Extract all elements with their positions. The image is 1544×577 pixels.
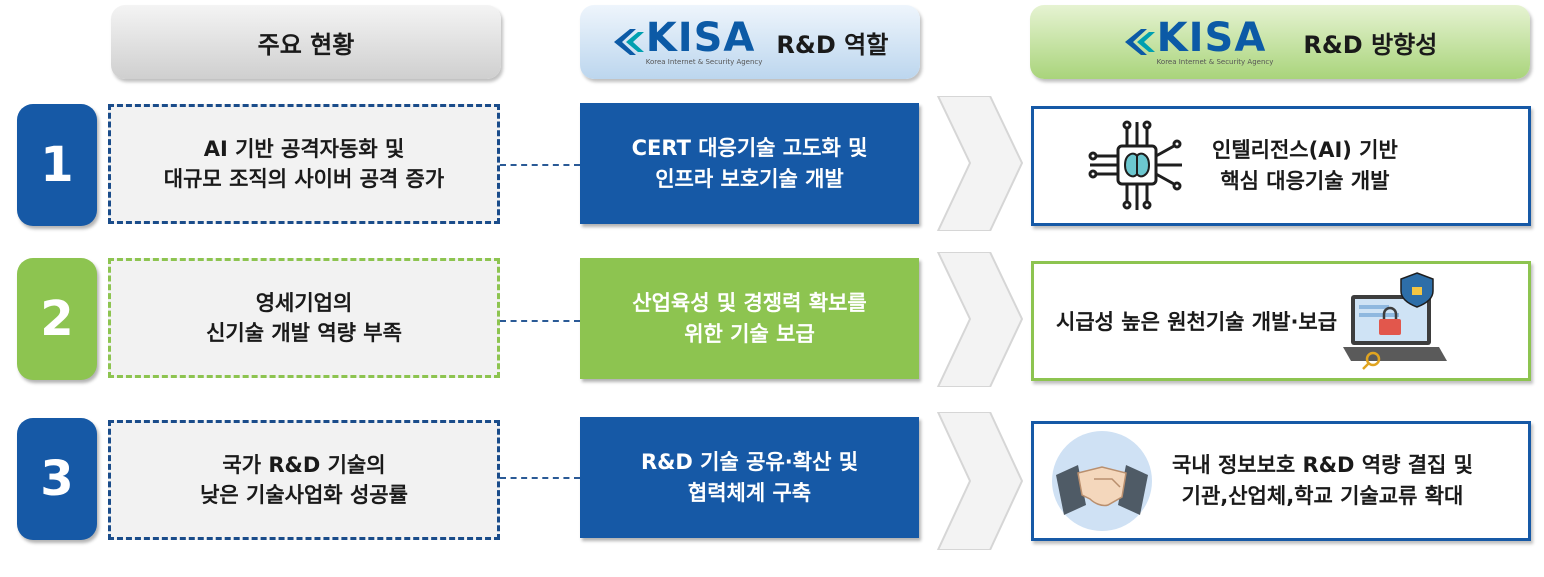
row-3-issue: 국가 R&D 기술의 낮은 기술사업화 성공률	[108, 420, 500, 540]
header-direction: KISA Korea Internet & Security Agency R&…	[1030, 5, 1530, 79]
logo-subtitle: Korea Internet & Security Agency	[1156, 58, 1274, 66]
row-3-role-line1: R&D 기술 공유·확산 및	[640, 450, 859, 475]
row-3-connector	[500, 477, 580, 479]
row-1-role: CERT 대응기술 고도화 및 인프라 보호기술 개발	[580, 103, 919, 224]
header-direction-label: R&D 방향성	[1303, 30, 1438, 59]
row-2-role-line1: 산업육성 및 경쟁력 확보를	[632, 291, 867, 316]
row-3-direction-line2: 기관,산업체,학교 기술교류 확대	[1181, 484, 1464, 508]
row-1-arrow-icon	[936, 96, 1024, 231]
row-3-issue-line1: 국가 R&D 기술의	[222, 452, 386, 477]
row-3-role: R&D 기술 공유·확산 및 협력체계 구축	[580, 417, 919, 538]
row-2-issue-line1: 영세기업의	[255, 290, 353, 315]
logo-text: KISA	[645, 15, 756, 61]
header-role-label: R&D 역할	[776, 30, 889, 59]
row-3-direction: 국내 정보보호 R&D 역량 결집 및 기관,산업체,학교 기술교류 확대	[1031, 421, 1531, 541]
logo-subtitle: Korea Internet & Security Agency	[645, 58, 763, 66]
handshake-icon	[1052, 431, 1152, 531]
row-3-issue-line2: 낮은 기술사업화 성공률	[200, 483, 408, 507]
row-2-direction: 시급성 높은 원천기술 개발·보급	[1031, 261, 1531, 381]
row-1-issue: AI 기반 공격자동화 및 대규모 조직의 사이버 공격 증가	[108, 104, 500, 224]
kisa-logo: KISA Korea Internet & Security Agency	[1123, 15, 1274, 66]
kisa-logo-mark-icon	[1124, 29, 1155, 55]
header-status: 주요 현황	[111, 5, 501, 79]
row-1-number: 1	[17, 104, 97, 226]
row-2-issue-line2: 신기술 개발 역량 부족	[206, 321, 402, 345]
row-3-number: 3	[17, 418, 97, 540]
row-1-issue-line2: 대규모 조직의 사이버 공격 증가	[163, 167, 445, 191]
row-3-role-line2: 협력체계 구축	[687, 480, 812, 505]
row-2-arrow-icon	[936, 252, 1024, 387]
secure-laptop-icon	[1343, 271, 1448, 370]
row-2-number: 2	[17, 258, 97, 380]
row-1-connector	[500, 164, 580, 166]
kisa-logo-mark-icon	[613, 29, 644, 55]
row-3-direction-line1: 국내 정보보호 R&D 역량 결집 및	[1172, 452, 1473, 477]
row-1-role-line1: CERT 대응기술 고도화 및	[631, 136, 868, 161]
header-status-label: 주요 현황	[257, 30, 355, 59]
row-1-direction: 인텔리전스(AI) 기반 핵심 대응기술 개발	[1031, 106, 1531, 226]
row-2-role-line2: 위한 기술 보급	[684, 321, 815, 346]
ai-brain-chip-icon	[1088, 120, 1182, 210]
row-1-role-line2: 인프라 보호기술 개발	[655, 166, 844, 191]
row-2-issue: 영세기업의 신기술 개발 역량 부족	[108, 258, 500, 378]
row-1-direction-line2: 핵심 대응기술 개발	[1220, 169, 1390, 193]
logo-text: KISA	[1156, 15, 1267, 61]
row-1-issue-line1: AI 기반 공격자동화 및	[203, 136, 405, 161]
row-3-arrow-icon	[936, 412, 1024, 550]
kisa-logo: KISA Korea Internet & Security Agency	[612, 15, 763, 66]
row-2-connector	[500, 320, 580, 322]
header-role: KISA Korea Internet & Security Agency R&…	[580, 5, 920, 79]
row-2-direction-line1: 시급성 높은 원천기술 개발·보급	[1056, 310, 1338, 334]
row-1-direction-line1: 인텔리전스(AI) 기반	[1212, 137, 1398, 162]
row-2-role: 산업육성 및 경쟁력 확보를 위한 기술 보급	[580, 258, 919, 379]
